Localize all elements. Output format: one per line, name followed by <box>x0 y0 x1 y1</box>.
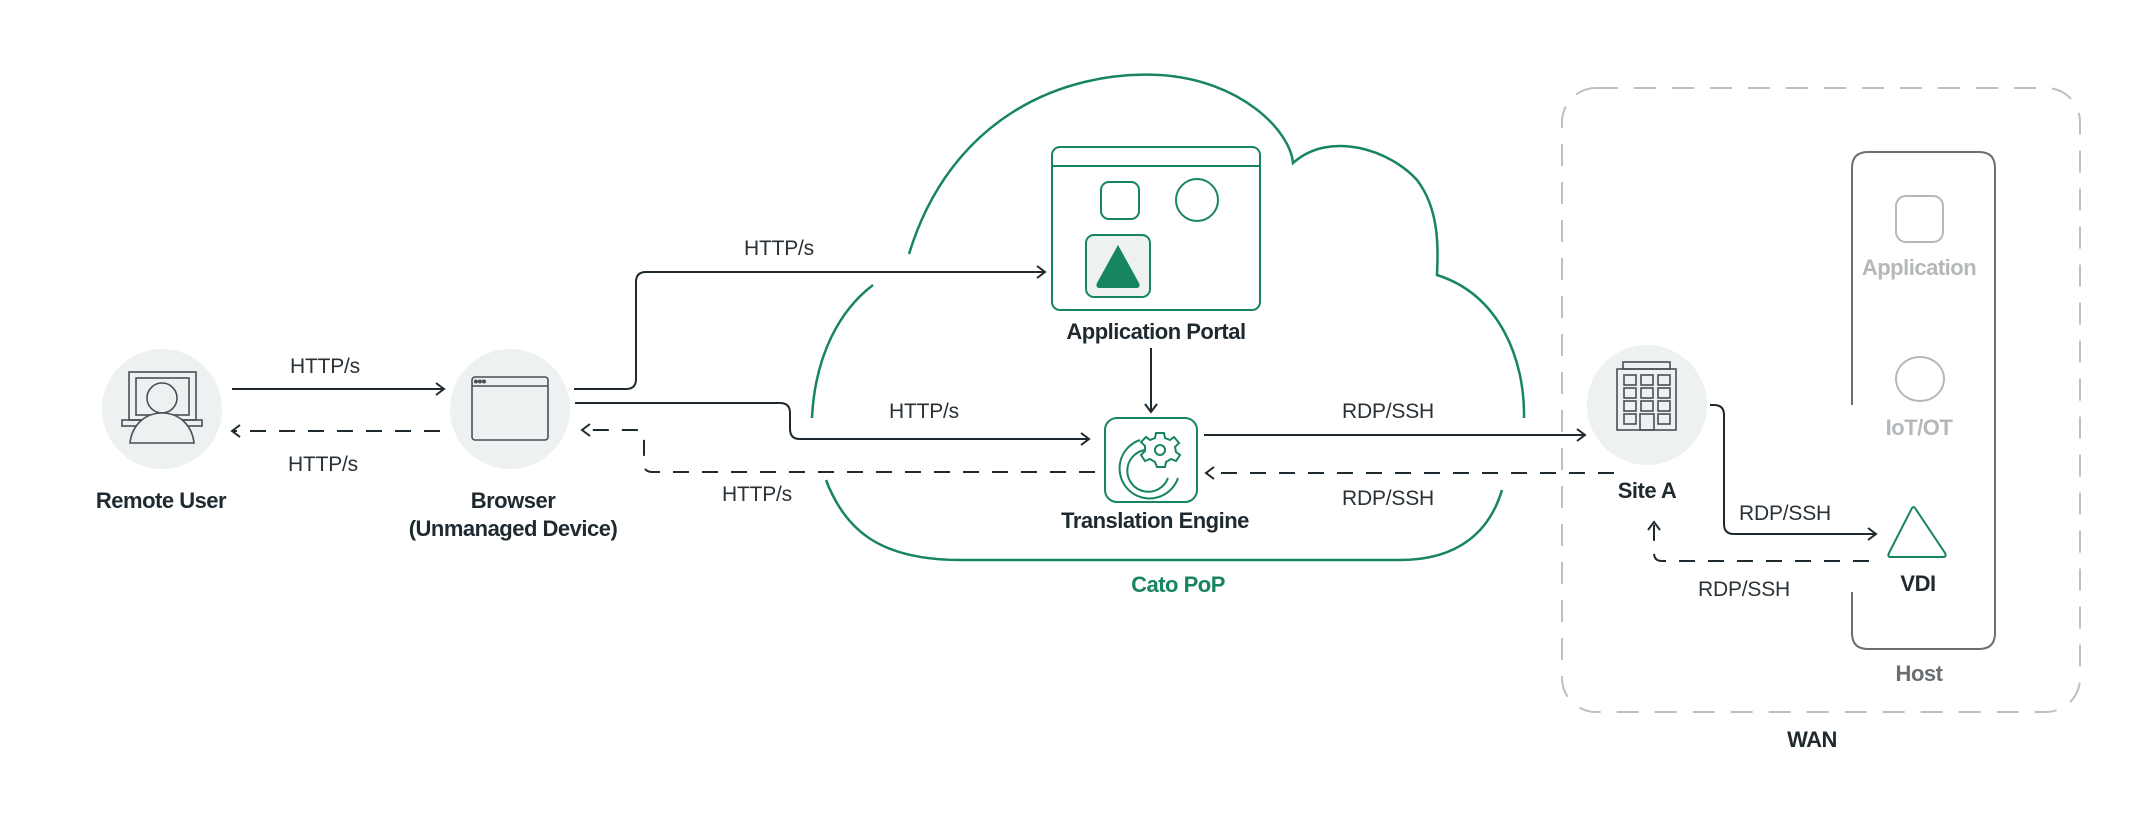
label-engine-to-site: RDP/SSH <box>1342 400 1434 423</box>
site-a-label: Site A <box>1617 478 1677 503</box>
conn-vdi-to-site <box>1647 520 1869 562</box>
site-a-node <box>1587 345 1707 465</box>
office-building-icon <box>1616 361 1677 431</box>
browser-label-line1: Browser <box>470 488 556 513</box>
browser-node <box>450 349 570 469</box>
label-browser-to-portal: HTTP/s <box>744 237 814 260</box>
label-engine-to-browser: HTTP/s <box>722 483 792 506</box>
label-site-to-engine: RDP/SSH <box>1342 487 1434 510</box>
conn-browser-to-portal <box>574 265 1047 390</box>
remote-user-label: Remote User <box>95 488 227 513</box>
label-site-to-vdi: RDP/SSH <box>1739 502 1831 525</box>
iot-ot-label: IoT/OT <box>1885 415 1953 440</box>
translation-engine-label: Translation Engine <box>1061 508 1249 533</box>
conn-site-to-vdi <box>1710 404 1878 541</box>
circle-icon <box>1895 356 1945 402</box>
wan-boundary <box>1561 87 2081 713</box>
vdi-label: VDI <box>1900 571 1936 596</box>
triangle-icon <box>1887 506 1947 558</box>
wan-label: WAN <box>1787 727 1837 752</box>
label-vdi-to-site: RDP/SSH <box>1698 578 1790 601</box>
host-container <box>1851 151 1996 650</box>
label-user-to-browser: HTTP/s <box>290 355 360 378</box>
app-portal-window-icon <box>1051 146 1261 311</box>
user-at-computer-icon <box>121 371 203 444</box>
cato-pop-cloud <box>810 73 1526 562</box>
conn-engine-to-browser <box>580 423 1095 473</box>
browser-label-line2: (Unmanaged Device) <box>408 516 618 541</box>
browser-window-icon <box>471 376 549 441</box>
browser-label: Browser (Unmanaged Device) <box>409 487 618 543</box>
label-browser-to-user: HTTP/s <box>288 453 358 476</box>
host-label: Host <box>1895 661 1943 686</box>
rounded-square-icon <box>1895 195 1944 243</box>
gear-translation-icon <box>1104 417 1198 503</box>
label-browser-to-engine: HTTP/s <box>889 400 959 423</box>
application-portal-label: Application Portal <box>1066 319 1246 344</box>
cato-pop-label: Cato PoP <box>1131 572 1225 597</box>
conn-browser-to-engine <box>575 402 1091 446</box>
application-label: Application <box>1861 255 1977 280</box>
